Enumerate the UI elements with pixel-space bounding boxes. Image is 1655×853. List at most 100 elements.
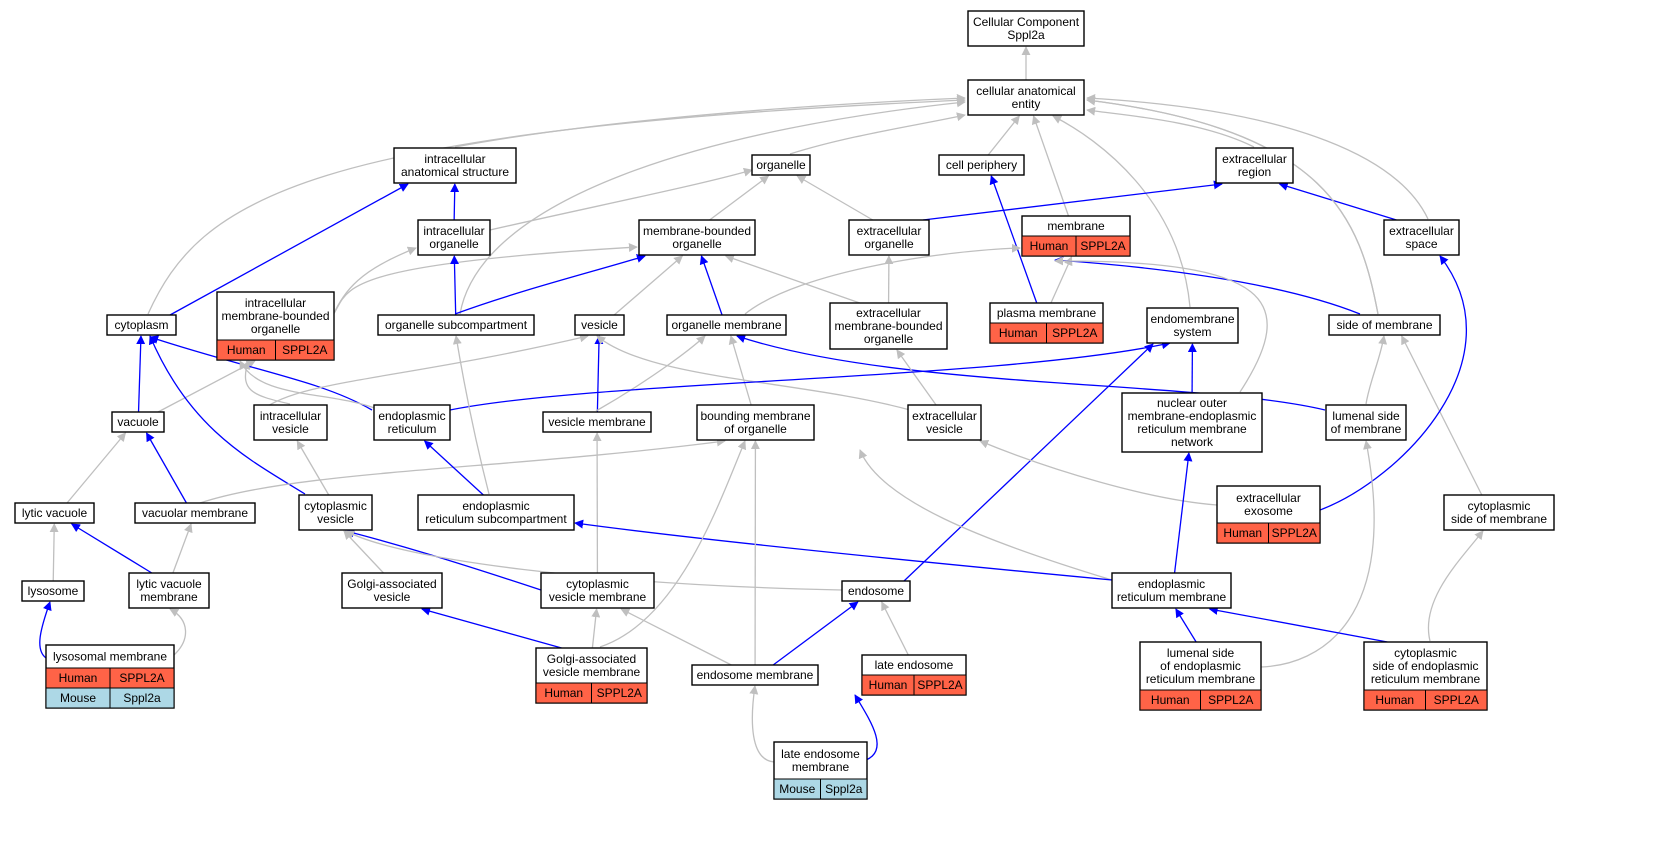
term-node-orgsub[interactable]: organelle subcompartment — [377, 314, 535, 336]
edge-is-a-ecspace-to-cae — [1086, 93, 1429, 220]
term-node-vacuole[interactable]: vacuole — [111, 411, 165, 433]
term-node-endomembrane_node[interactable]: endosome membrane — [691, 664, 819, 686]
term-label-line: membrane — [792, 760, 850, 774]
gene-label: SPPL2A — [1434, 693, 1479, 707]
gene-cell — [1046, 322, 1104, 344]
term-box — [253, 404, 328, 441]
term-label-line: endosome membrane — [697, 668, 814, 682]
term-node-vesmem[interactable]: vesicle membrane — [542, 411, 652, 433]
term-box — [1146, 307, 1239, 344]
edge-part-of-lysmem-to-lysosome — [39, 601, 52, 659]
term-node-cellper[interactable]: cell periphery — [938, 154, 1025, 176]
edge-is-a-imbo-to-mbo — [332, 242, 638, 316]
term-label-line: intracellular — [423, 224, 484, 238]
term-box — [393, 147, 517, 184]
term-box — [574, 314, 625, 336]
term-label-line: system — [1173, 325, 1211, 339]
term-box — [373, 404, 451, 441]
gene-label: SPPL2A — [119, 671, 164, 685]
term-box — [1111, 572, 1232, 609]
term-box — [638, 219, 756, 256]
term-label-line: extracellular — [1389, 224, 1454, 238]
species-label: Human — [59, 671, 98, 685]
term-label-line: membrane — [140, 590, 198, 604]
term-label-line: entity — [1012, 97, 1041, 111]
edge-is-a-ias-to-cae — [454, 93, 966, 148]
term-box — [841, 580, 911, 602]
term-box — [1383, 219, 1460, 256]
species-label: Human — [869, 678, 908, 692]
term-box — [666, 314, 787, 336]
term-label-line: plasma membrane — [997, 306, 1097, 320]
term-node-lysosome[interactable]: lysosome — [21, 580, 85, 602]
term-label-line: cytoplasmic — [1394, 646, 1457, 660]
term-node-sidemem[interactable]: side of membrane — [1328, 314, 1441, 336]
term-label-line: lumenal side — [1332, 409, 1400, 423]
term-label-line: cell periphery — [946, 158, 1017, 172]
term-node-orgmem[interactable]: organelle membrane — [666, 314, 787, 336]
edge-part-of-lumside-to-orgmem — [736, 334, 1326, 411]
term-node-vacmem[interactable]: vacuolar membrane — [134, 502, 256, 524]
term-label-line: of endoplasmic — [1160, 659, 1241, 673]
gene-cell — [1200, 689, 1262, 711]
edge-part-of-ecspace-to-ecregion — [1278, 182, 1397, 221]
edge-part-of-lvm-to-lytvac — [70, 523, 153, 574]
term-node-lytvac[interactable]: lytic vacuole — [14, 502, 95, 524]
species-label: Mouse — [779, 782, 815, 796]
term-label-line: cytoplasmic — [566, 577, 629, 591]
edge-is-a-orgmem-to-membrane — [744, 243, 1021, 315]
term-node-vesicle[interactable]: vesicle — [574, 314, 625, 336]
term-node-imbo[interactable]: intracellularmembrane-boundedorganelleHu… — [216, 291, 335, 361]
term-box — [1328, 314, 1441, 336]
edge-is-a-ecorg-to-organelle — [796, 175, 874, 221]
term-box — [967, 10, 1085, 47]
term-box — [848, 219, 930, 256]
term-box — [417, 494, 575, 531]
term-box — [1215, 147, 1294, 184]
term-node-organelle[interactable]: organelle — [751, 154, 811, 176]
edge-part-of-lateendomem-to-lateendo — [854, 694, 878, 761]
edge-is-a-orgsub-to-cae — [459, 98, 966, 315]
term-label-line: reticulum membrane — [1371, 672, 1481, 686]
term-node-endosome[interactable]: endosome — [841, 580, 911, 602]
term-box — [106, 314, 177, 336]
edge-is-a-ecves-to-vesicle — [596, 335, 911, 411]
term-node-nomer[interactable]: nuclear outermembrane-endoplasmicreticul… — [1121, 392, 1263, 453]
gene-cell — [109, 687, 175, 709]
term-node-cytoplasm[interactable]: cytoplasm — [106, 314, 177, 336]
edge-is-a-cellper-to-cae — [987, 115, 1020, 156]
term-box — [111, 411, 165, 433]
